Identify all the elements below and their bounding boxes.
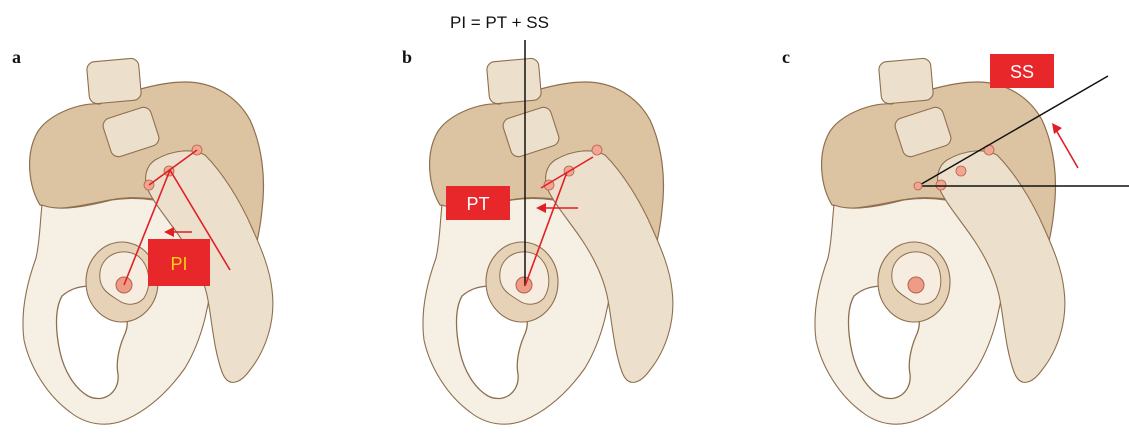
ss-tag: SS [990,54,1054,88]
panel-c-arrow [1052,123,1078,168]
pt-tag-label: PT [466,194,489,214]
pi-tag-label: PI [170,254,187,274]
panel-c-endplate-point [914,182,922,190]
ss-tag-label: SS [1010,62,1034,82]
panel-a: a PI [12,47,273,424]
panel-c-pelvis-illustration [815,58,1065,424]
panel-a-letter: a [12,47,21,67]
pi-tag: PI [148,239,210,286]
panel-b: b PI = PT + SS PT [402,13,673,424]
panel-c: c SS [782,47,1129,424]
panel-b-pelvis-illustration [423,58,673,424]
formula-label: PI = PT + SS [450,13,549,32]
panel-b-letter: b [402,47,412,67]
panel-a-pelvis-illustration [23,58,273,424]
pt-tag: PT [446,186,510,220]
panel-c-letter: c [782,47,790,67]
